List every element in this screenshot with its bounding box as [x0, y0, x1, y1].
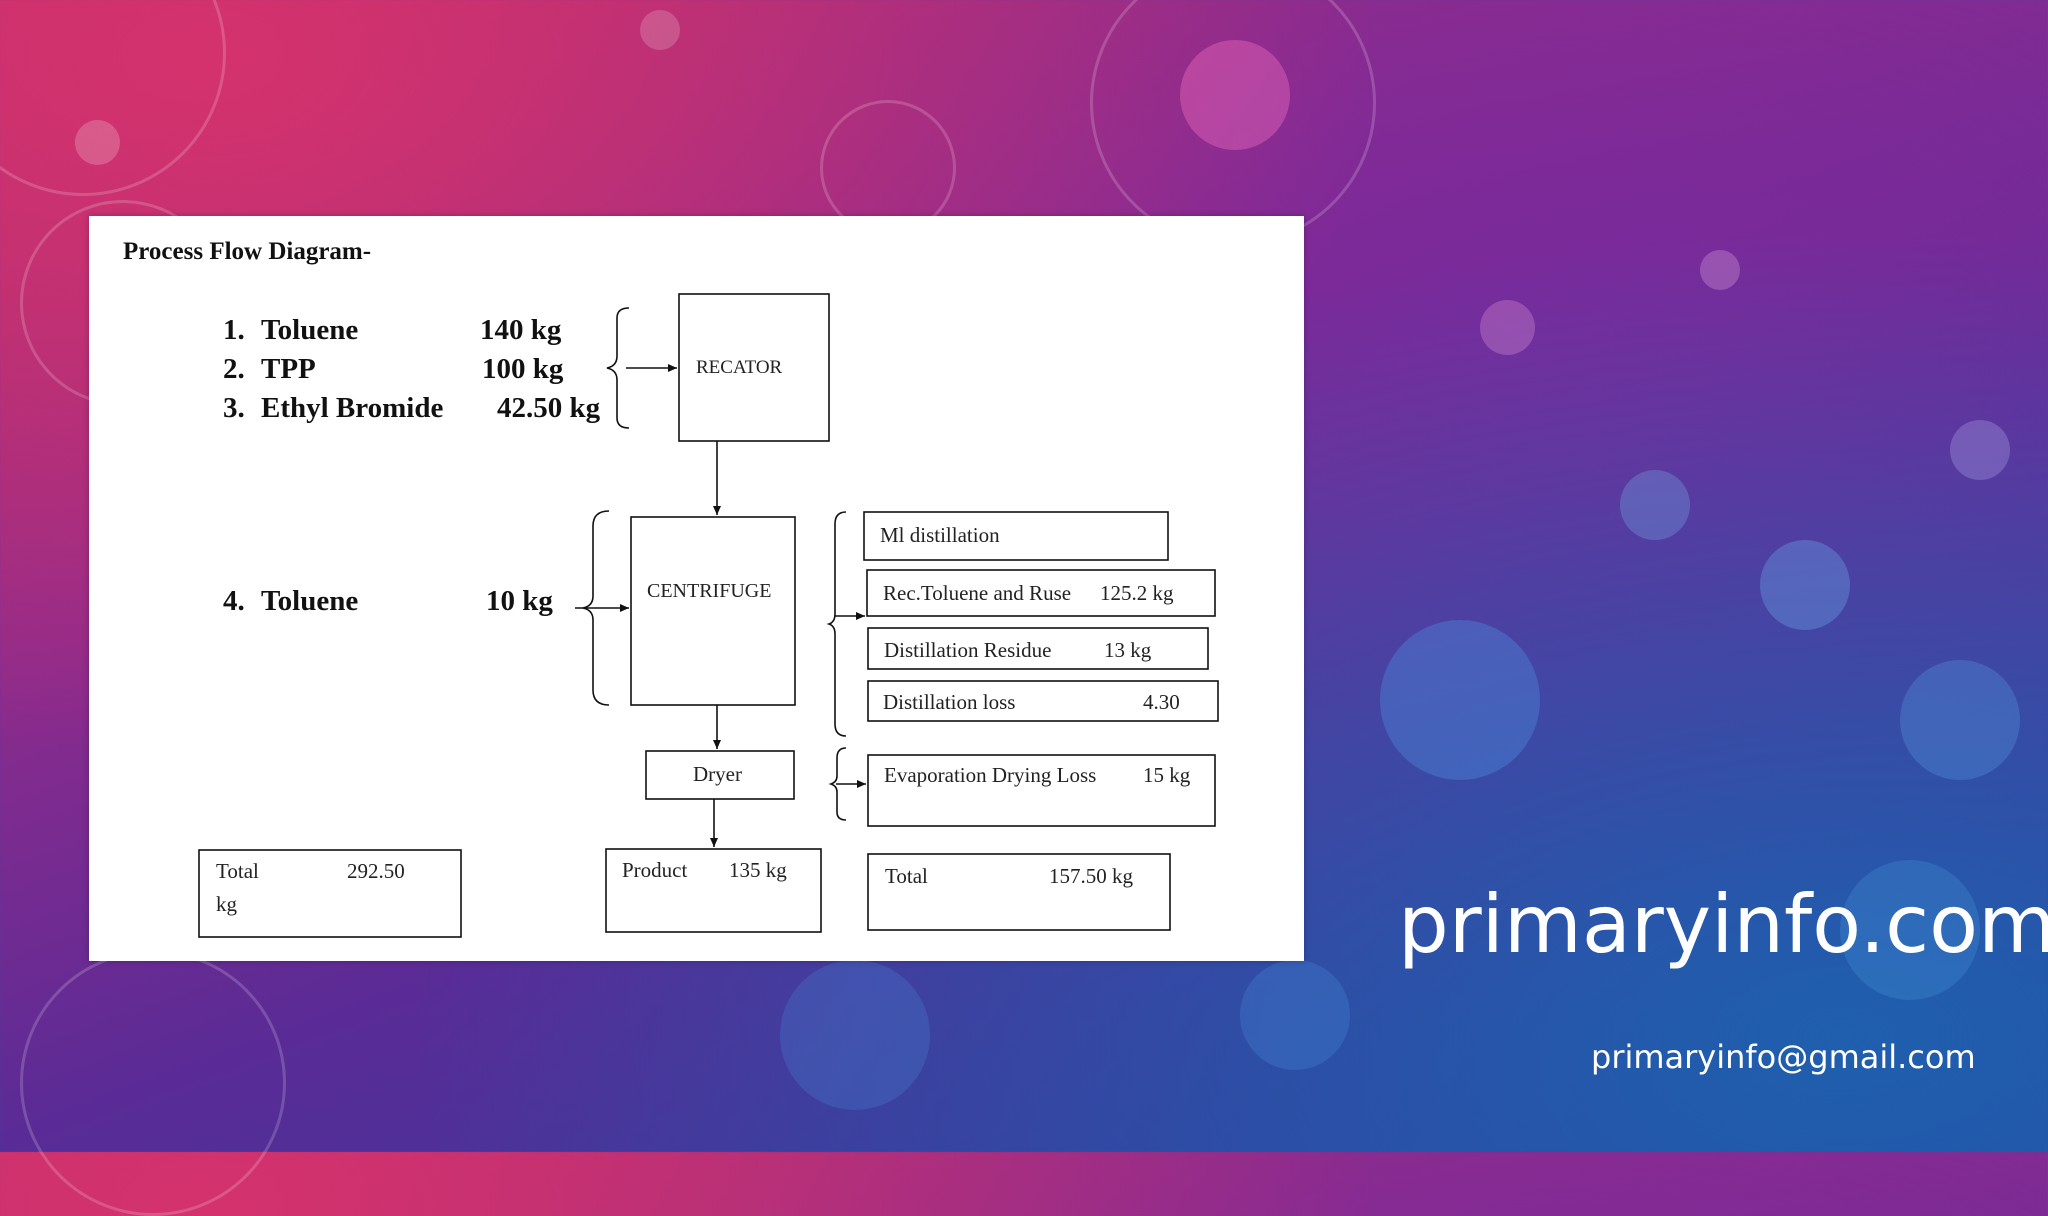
- decor-ring: [1090, 0, 1376, 246]
- output-brace-centrifuge: [826, 511, 847, 737]
- bokeh-dot: [1760, 540, 1850, 630]
- total-input-label: Total: [216, 859, 259, 883]
- centrifuge-box: [630, 516, 796, 706]
- input-index: 2.: [223, 353, 245, 385]
- bokeh-dot: [780, 960, 930, 1110]
- bokeh-dot: [1900, 660, 2020, 780]
- decor-ring: [0, 0, 226, 196]
- total-input-value: 292.50: [347, 859, 405, 883]
- bokeh-dot: [1380, 620, 1540, 780]
- input-name: Ethyl Bromide: [261, 392, 444, 424]
- output-box-rec-toluene: [866, 569, 1216, 617]
- evaporation-loss-value: 15 kg: [1143, 763, 1191, 787]
- output-value: 13 kg: [1104, 638, 1152, 662]
- bokeh-dot: [640, 10, 680, 50]
- output-value: 125.2 kg: [1100, 581, 1174, 605]
- input-qty: 140 kg: [480, 314, 562, 346]
- input-brace-1: [606, 307, 630, 429]
- dryer-box: [645, 750, 795, 800]
- input-name: Toluene: [261, 585, 359, 617]
- total-input-box: [198, 849, 462, 938]
- reactor-label: RECATOR: [696, 357, 783, 378]
- total-output-value: 157.50 kg: [1049, 864, 1133, 888]
- dryer-label: Dryer: [693, 762, 742, 786]
- input-name: Toluene: [261, 314, 359, 346]
- diagram-title: Process Flow Diagram-: [123, 238, 372, 265]
- bokeh-dot: [1700, 250, 1740, 290]
- output-box-distillation-residue: [867, 627, 1209, 670]
- reactor-box: [678, 293, 830, 442]
- output-label: Distillation loss: [883, 690, 1016, 714]
- product-value: 135 kg: [729, 858, 787, 882]
- bokeh-dot: [1620, 470, 1690, 540]
- centrifuge-label: CENTRIFUGE: [647, 580, 772, 602]
- output-label: Distillation Residue: [884, 638, 1052, 662]
- input-name: TPP: [261, 353, 316, 385]
- total-output-label: Total: [885, 864, 928, 888]
- output-value: 4.30: [1143, 690, 1180, 714]
- process-flow-diagram-panel: Process Flow Diagram- 1. Toluene 140 kg …: [89, 216, 1304, 961]
- product-box: [605, 848, 822, 933]
- input-qty: 10 kg: [486, 585, 553, 617]
- output-brace-dryer: [828, 747, 847, 821]
- bokeh-dot: [1180, 40, 1290, 150]
- site-name: primaryinfo.com: [1398, 878, 2048, 971]
- evaporation-loss-label: Evaporation Drying Loss: [884, 763, 1097, 787]
- diagram-lines: [198, 293, 1219, 938]
- bokeh-dot: [1240, 960, 1350, 1070]
- product-label: Product: [622, 858, 688, 882]
- output-box-ml-distillation: [863, 511, 1169, 561]
- bokeh-dot: [1950, 420, 2010, 480]
- input-index: 3.: [223, 392, 245, 424]
- total-input-unit: kg: [216, 892, 237, 916]
- bokeh-dot: [75, 120, 120, 165]
- input-index: 4.: [223, 585, 245, 617]
- output-label: Ml distillation: [880, 523, 1000, 547]
- output-label: Rec.Toluene and Ruse: [883, 581, 1072, 605]
- contact-email[interactable]: primaryinfo@gmail.com: [1591, 1038, 1976, 1076]
- input-qty: 100 kg: [482, 353, 564, 385]
- output-box-evaporation-loss: [867, 754, 1216, 827]
- input-index: 1.: [223, 314, 245, 346]
- total-output-box: [867, 853, 1171, 931]
- output-box-distillation-loss: [867, 680, 1219, 722]
- input-qty: 42.50 kg: [497, 392, 601, 424]
- bokeh-dot: [1480, 300, 1535, 355]
- decor-ring: [20, 950, 286, 1216]
